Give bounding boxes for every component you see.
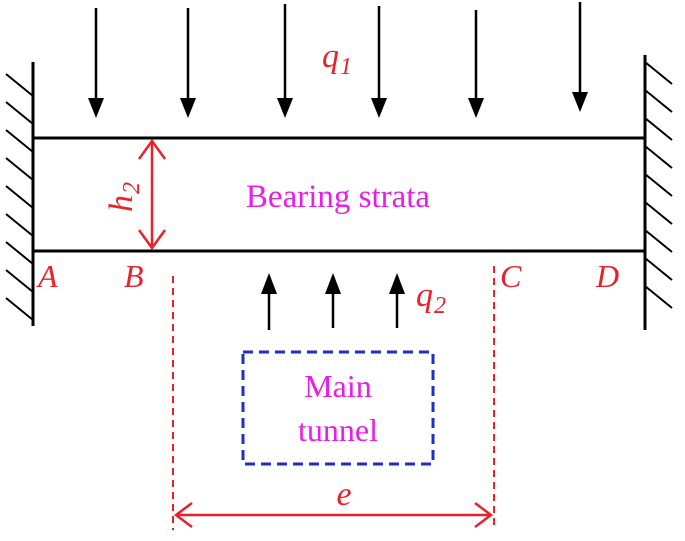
hatch-mark [5,185,34,209]
hatch-mark [5,297,34,321]
hatch-mark [644,89,673,113]
hatch-mark [644,229,673,253]
hatch-mark [5,73,34,97]
point-c-label: C [500,258,522,294]
q2-arrow-head [389,273,405,294]
hatch-mark [5,213,34,237]
q1-arrow-head [180,98,196,118]
q1-label: q1 [322,38,352,80]
q2-load-arrows [261,273,405,330]
hatch-mark [5,101,34,125]
point-b-label: B [124,258,144,294]
q1-arrow-head [468,98,484,118]
hatch-mark [5,241,34,265]
hatch-mark [5,157,34,181]
span-dimension [173,502,494,528]
h2-subscript: 2 [119,182,145,194]
q2-arrow-head [325,273,341,294]
bearing-strata-beam [31,136,647,253]
hatch-mark [644,145,673,169]
span-label: e [336,476,351,513]
q1-arrow-head [277,98,293,118]
point-a-label: A [36,258,58,294]
q1-arrow-head [371,98,387,118]
right-hatch-marks [644,61,673,309]
left-fixed-support [5,62,35,326]
hatch-mark [644,61,673,85]
q2-subscript: 2 [434,293,446,319]
q1-arrow-head [572,92,588,112]
q2-arrow-head [261,273,277,294]
hatch-mark [5,129,34,153]
hatch-mark [644,257,673,281]
hatch-mark [644,173,673,197]
hatch-mark [644,117,673,141]
point-d-label: D [595,258,619,294]
q1-load-arrows [88,2,588,118]
main-tunnel-box [241,350,435,466]
q2-label: q2 [416,277,446,319]
hatch-mark [644,201,673,225]
q1-arrow-head [88,98,104,118]
left-hatch-marks [5,73,34,321]
tunnel-label-line1: Main [304,368,372,404]
hatch-mark [644,285,673,309]
tunnel-label-line2: tunnel [298,412,378,448]
beam-label: Bearing strata [246,179,431,215]
hatch-mark [5,269,34,293]
right-fixed-support [643,55,673,330]
h2-thickness-dimension [137,138,167,251]
h2-label: h2 [103,182,145,212]
q1-subscript: 1 [340,54,352,80]
